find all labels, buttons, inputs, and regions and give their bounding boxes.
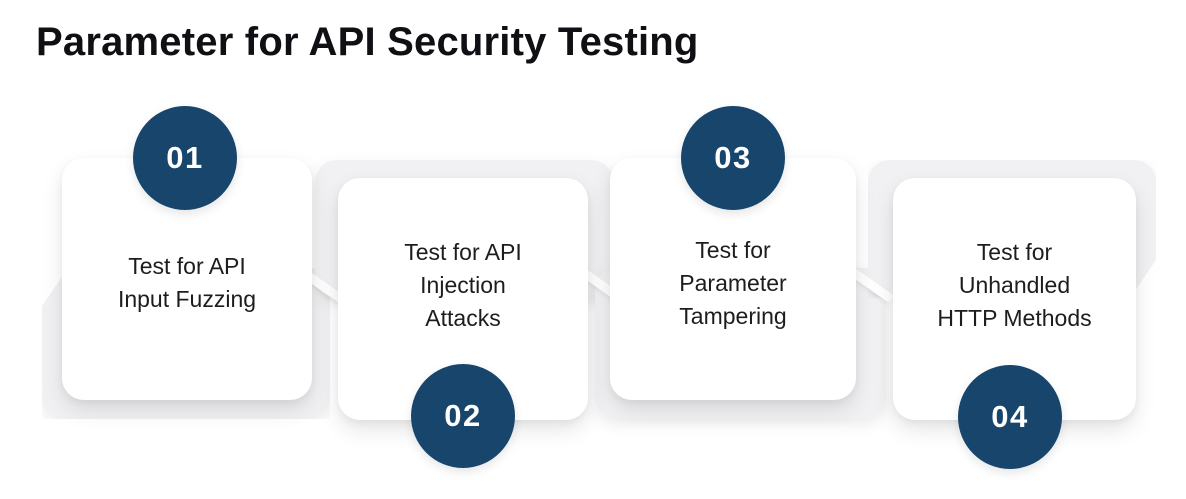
step-3-label: Test for Parameter Tampering [679,236,787,329]
step-3-number-badge: 03 [681,106,785,210]
step-1-number: 01 [166,140,204,175]
step-3-number: 03 [714,140,752,175]
step-2-label: Test for API Injection Attacks [404,238,522,331]
step-4-number-badge: 04 [958,365,1062,469]
step-2-number-badge: 02 [411,364,515,468]
step-card-2: Test for API Injection Attacks [338,178,588,420]
page-title: Parameter for API Security Testing [36,20,699,64]
step-2-number: 02 [444,398,482,433]
step-1-label: Test for API Input Fuzzing [117,253,257,312]
step-4-label: Test for Unhandled HTTP Methods [937,238,1092,331]
step-4-number: 04 [991,399,1029,434]
step-1-number-badge: 01 [133,106,237,210]
